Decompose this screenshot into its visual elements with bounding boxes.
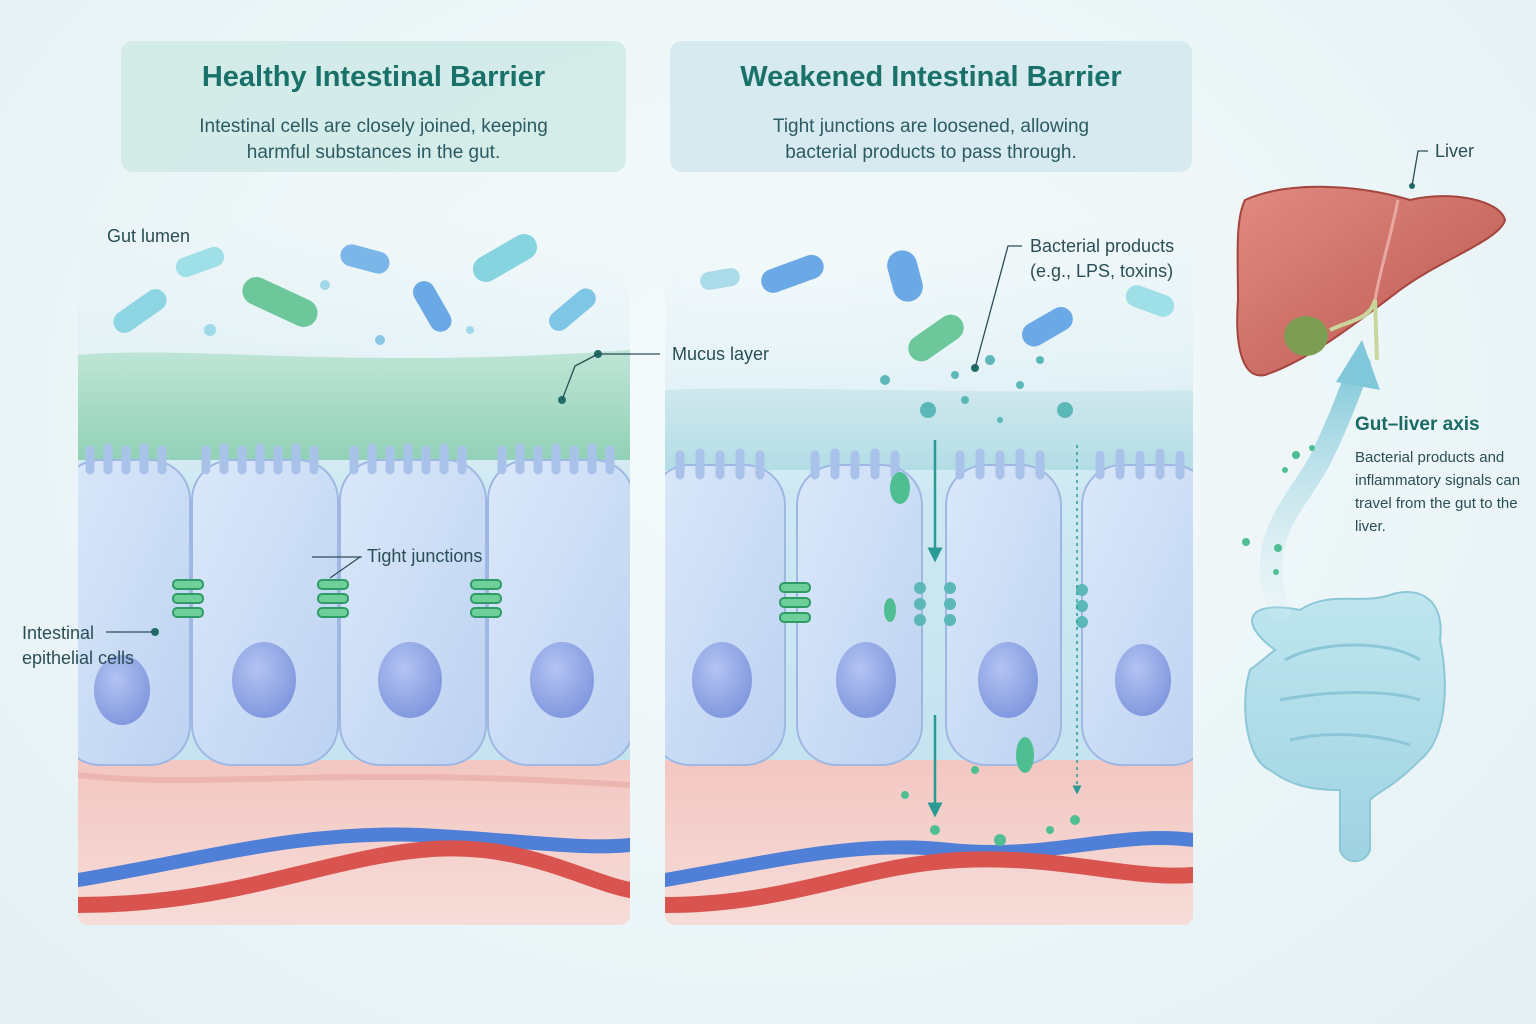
epithelial-cells-label: Intestinal epithelial cells (22, 621, 134, 671)
weakened-header: Weakened Intestinal Barrier Tight juncti… (670, 41, 1192, 172)
gut-liver-axis-illustration (1236, 183, 1507, 863)
weakened-barrier-panel (665, 210, 1193, 925)
epithelial-line1: Intestinal (22, 623, 95, 643)
gut-liver-axis-title: Gut–liver axis (1355, 414, 1480, 435)
healthy-title: Healthy Intestinal Barrier (201, 61, 546, 93)
tight-junctions-label: Tight junctions (367, 546, 483, 566)
healthy-header: Healthy Intestinal Barrier Intestinal ce… (121, 41, 626, 172)
weakened-subtitle: Tight junctions are loosened, allowing b… (772, 116, 1090, 163)
bacterial-line1: Bacterial products (1030, 236, 1175, 256)
bacterial-products-label: Bacterial products (e.g., LPS, toxins) (1030, 234, 1174, 284)
gut-lumen-label: Gut lumen (107, 226, 191, 246)
healthy-barrier-panel (78, 210, 630, 925)
liver-label: Liver (1435, 141, 1475, 161)
epithelial-line2: epithelial cells (22, 648, 135, 668)
weakened-title: Weakened Intestinal Barrier (740, 61, 1122, 93)
healthy-subtitle: Intestinal cells are closely joined, kee… (199, 116, 548, 163)
mucus-layer-label: Mucus layer (672, 344, 770, 364)
gut-liver-axis-text: Bacterial products and inflammatory sign… (1355, 449, 1521, 535)
bacterial-line2: (e.g., LPS, toxins) (1030, 261, 1174, 281)
